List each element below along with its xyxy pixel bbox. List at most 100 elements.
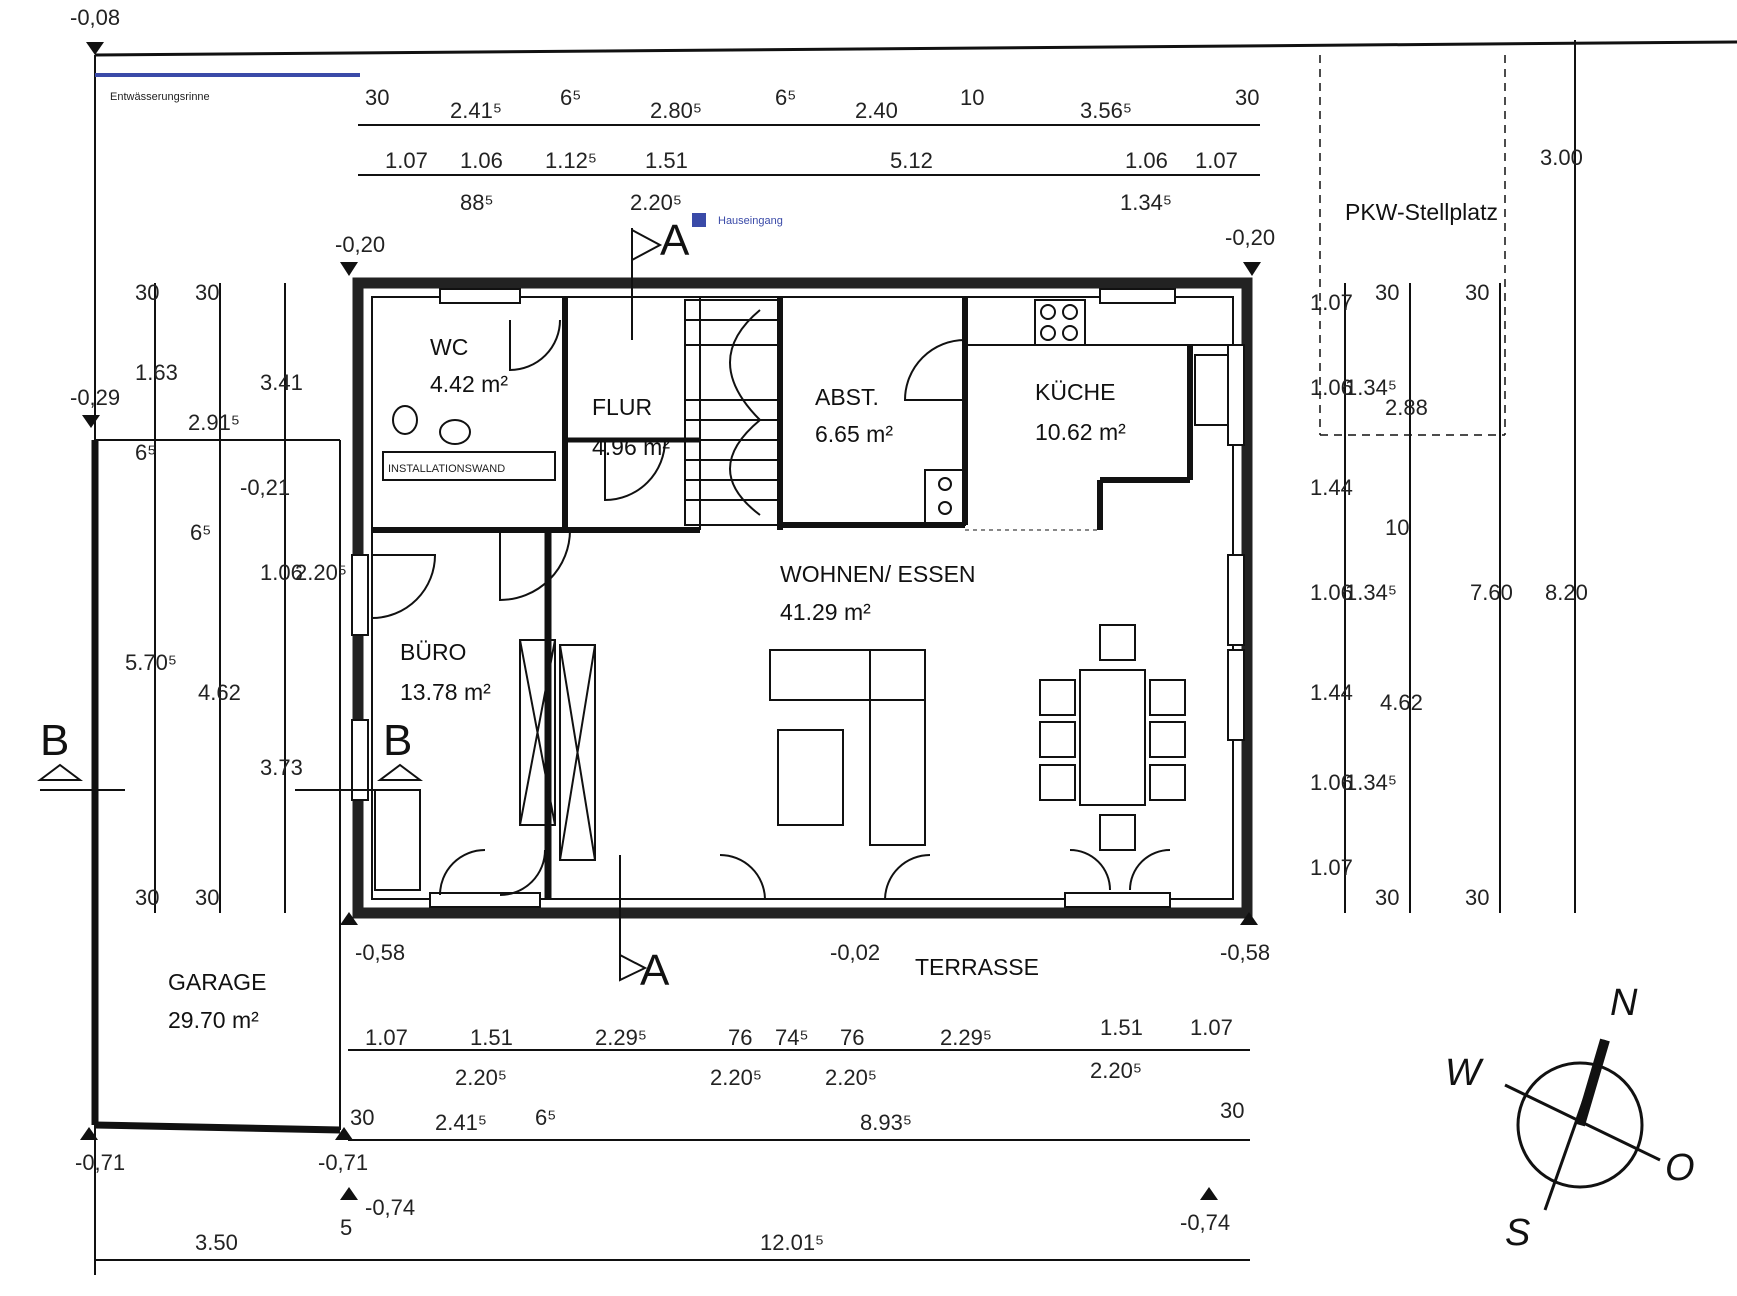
dim-label: 3.00 (1540, 145, 1583, 170)
dim-label: 2.91⁵ (188, 410, 240, 435)
dim-label: 30 (195, 280, 219, 305)
section-b-right: B (383, 716, 412, 765)
dim-label: 1.51 (1100, 1015, 1143, 1040)
dim-label: 1.34⁵ (1345, 580, 1397, 605)
dim-label: 30 (1220, 1098, 1244, 1123)
dim-label: 1.51 (470, 1025, 513, 1050)
elev-label: -0,08 (70, 5, 120, 30)
dim-label: 30 (1465, 280, 1489, 305)
dim-label: 88⁵ (460, 190, 494, 215)
dim-label: 10 (960, 85, 984, 110)
room-name-flur: FLUR (592, 394, 652, 420)
elev-label: -0,71 (318, 1150, 368, 1175)
dim-label: 1.07 (365, 1025, 408, 1050)
property-boundary (94, 40, 1737, 1275)
room-area-wc: 4.42 m² (430, 371, 508, 397)
room-name-kueche: KÜCHE (1035, 379, 1116, 405)
dim-label: 1.06 (260, 560, 303, 585)
dim-label: 5 (340, 1215, 352, 1240)
dim-label: 2.20⁵ (455, 1065, 507, 1090)
elev-label: -0,74 (1180, 1210, 1230, 1235)
section-a-bottom: A (640, 946, 670, 995)
dim-label: 1.34⁵ (1345, 375, 1397, 400)
staircase (684, 299, 781, 526)
furniture (374, 299, 1229, 891)
drain-label: Entwässerungsrinne (110, 91, 210, 103)
dim-label: 2.88 (1385, 395, 1428, 420)
dim-label: 1.07 (1190, 1015, 1233, 1040)
elevation-markers (80, 42, 1261, 1200)
elev-label: -0,29 (70, 385, 120, 410)
dim-label: 2.20⁵ (630, 190, 682, 215)
elev-label: -0,71 (75, 1150, 125, 1175)
dim-label: 2.41⁵ (450, 98, 502, 123)
room-area-wohnen: 41.29 m² (780, 599, 871, 625)
compass-o: O (1665, 1147, 1695, 1189)
dim-label: 2.41⁵ (435, 1110, 487, 1135)
elev-label: -0,21 (240, 475, 290, 500)
dim-label: 2.20⁵ (710, 1065, 762, 1090)
dim-label: 1.07 (385, 148, 428, 173)
room-labels: WC 4.42 m² FLUR 4.96 m² ABST. 6.65 m² KÜ… (168, 199, 1498, 1033)
dim-label: 7.60 (1470, 580, 1513, 605)
dim-label: 30 (195, 885, 219, 910)
dim-label: 5.70⁵ (125, 650, 177, 675)
dim-label: 10 (1385, 515, 1409, 540)
dim-label: 1.34⁵ (1345, 770, 1397, 795)
dim-label: 6⁵ (535, 1105, 556, 1130)
room-area-flur: 4.96 m² (592, 434, 670, 460)
dim-label: 2.20⁵ (1090, 1058, 1142, 1083)
dim-label: 1.44 (1310, 680, 1353, 705)
dim-label: 30 (1375, 280, 1399, 305)
room-area-buero: 13.78 m² (400, 679, 491, 705)
terrace-label: TERRASSE (915, 954, 1039, 980)
doors (371, 319, 1171, 900)
dim-label: 1.06 (460, 148, 503, 173)
elev-label: -0,02 (830, 940, 880, 965)
compass-s: S (1505, 1212, 1530, 1254)
dim-label: 30 (350, 1105, 374, 1130)
entrance-label: Hauseingang (718, 215, 783, 227)
dim-label: 74⁵ (775, 1025, 809, 1050)
dim-label: 12.01⁵ (760, 1230, 824, 1255)
dim-label: 6⁵ (190, 520, 211, 545)
dim-label: 1.07 (1310, 290, 1353, 315)
dim-label: 6⁵ (560, 85, 581, 110)
compass-rose (1504, 1038, 1661, 1211)
compass-n: N (1610, 982, 1638, 1024)
dim-label: 1.07 (1310, 855, 1353, 880)
dim-label: 1.34⁵ (1120, 190, 1172, 215)
dimension-texts: 30 2.41⁵ 6⁵ 2.80⁵ 6⁵ 2.40 10 3.56⁵ 30 1.… (125, 85, 1588, 1255)
section-a-top: A (660, 216, 690, 265)
room-name-wc: WC (430, 334, 468, 360)
dim-label: 2.80⁵ (650, 98, 702, 123)
dim-label: 30 (365, 85, 389, 110)
dim-label: 1.63 (135, 360, 178, 385)
dim-label: 3.73 (260, 755, 303, 780)
dim-label: 1.06 (1310, 770, 1353, 795)
dim-label: 5.12 (890, 148, 933, 173)
dim-label: 1.44 (1310, 475, 1353, 500)
dim-label: 8.93⁵ (860, 1110, 912, 1135)
elev-label: -0,58 (355, 940, 405, 965)
dim-label: 1.06 (1310, 580, 1353, 605)
elev-label: -0,74 (365, 1195, 415, 1220)
parking-label: PKW-Stellplatz (1345, 199, 1498, 225)
dim-label: 1.06 (1310, 375, 1353, 400)
dim-label: 30 (135, 280, 159, 305)
dim-label: 1.51 (645, 148, 688, 173)
section-markers (37, 228, 663, 982)
dim-label: 4.62 (1380, 690, 1423, 715)
room-area-abst: 6.65 m² (815, 421, 893, 447)
installation-wall-label: INSTALLATIONSWAND (388, 463, 505, 475)
elev-label: -0,20 (335, 232, 385, 257)
dim-label: 3.50 (195, 1230, 238, 1255)
room-name-garage: GARAGE (168, 969, 266, 995)
dim-label: 30 (1235, 85, 1259, 110)
compass-w: W (1445, 1052, 1484, 1094)
dim-label: 8.20 (1545, 580, 1588, 605)
dim-label: 3.41 (260, 370, 303, 395)
dim-label: 2.40 (855, 98, 898, 123)
dim-label: 6⁵ (135, 440, 156, 465)
dim-label: 4.62 (198, 680, 241, 705)
